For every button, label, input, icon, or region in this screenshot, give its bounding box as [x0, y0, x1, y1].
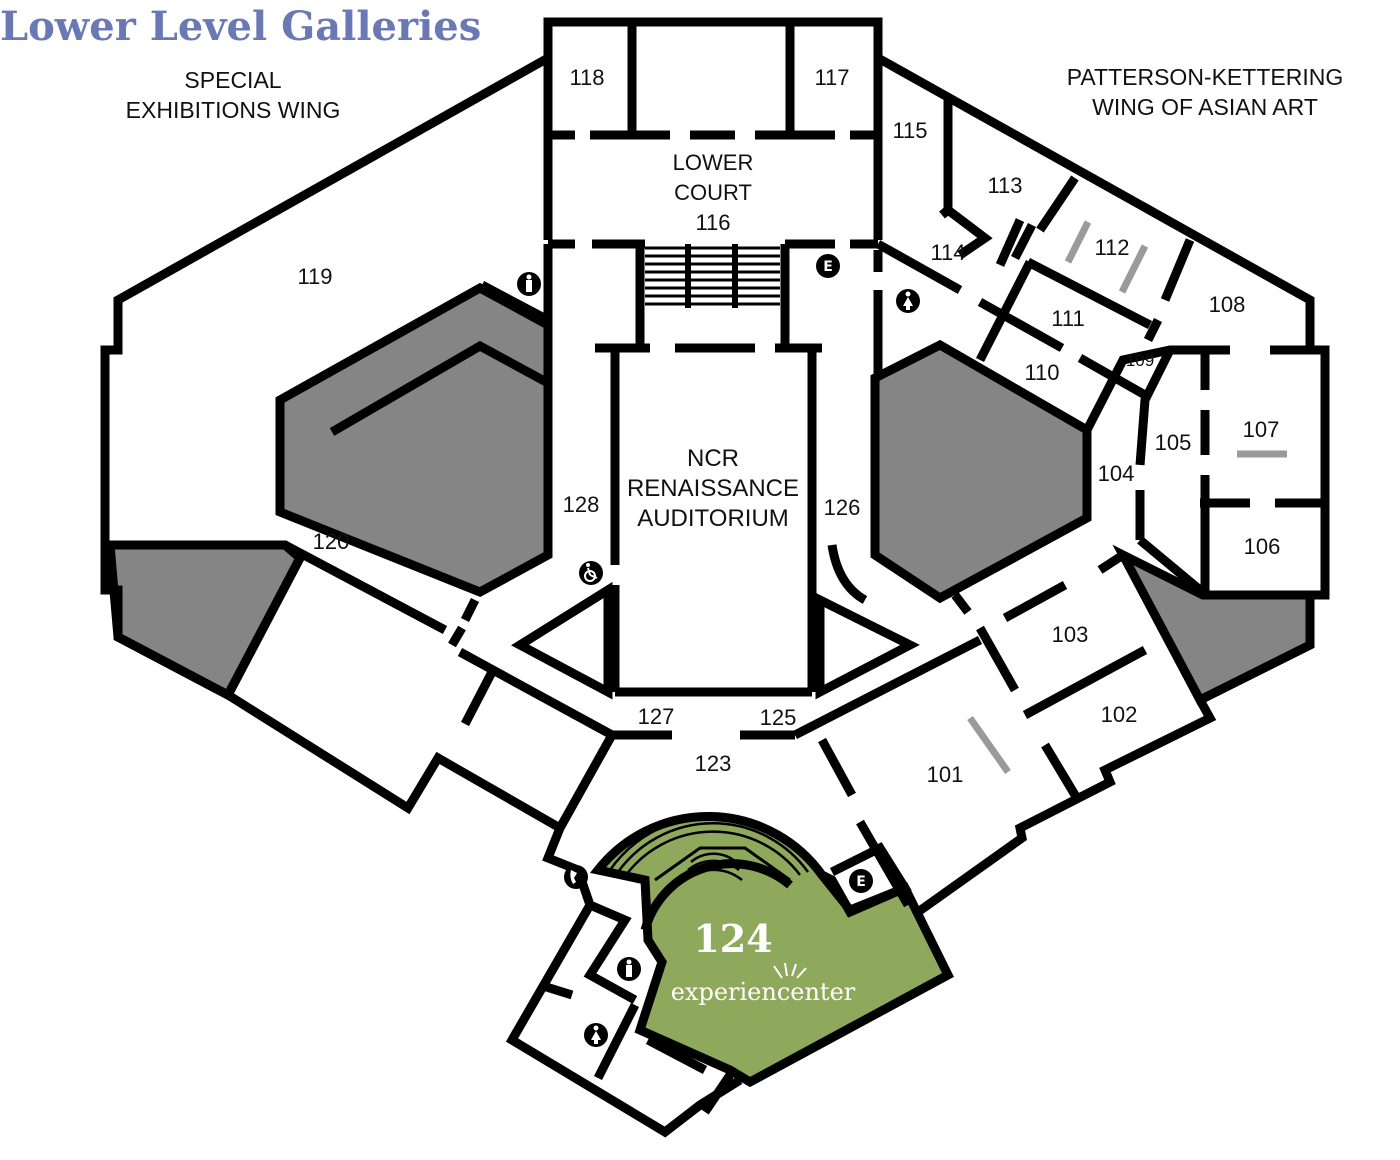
- room-102: 102: [1101, 702, 1138, 727]
- auditorium-line2: RENAISSANCE: [627, 475, 799, 502]
- room-101: 101: [927, 762, 964, 787]
- room-127: 127: [638, 704, 675, 729]
- room-105: 105: [1155, 430, 1192, 455]
- room-116: 116: [695, 210, 730, 235]
- closed-area-west-inner: [329, 340, 551, 436]
- sun-icon: [773, 962, 807, 979]
- mens-restroom-icon[interactable]: [617, 957, 641, 981]
- room-103: 103: [1052, 622, 1089, 647]
- lower-court-line2: COURT: [674, 180, 752, 205]
- asian-wing-label-line1: PATTERSON-KETTERING: [1067, 64, 1343, 90]
- room-125: 125: [760, 705, 797, 730]
- womens-restroom-icon[interactable]: [584, 1023, 608, 1047]
- mens-restroom-icon[interactable]: [517, 272, 541, 296]
- asian-wing-label-line2: WING OF ASIAN ART: [1092, 94, 1318, 120]
- room-123: 123: [695, 751, 732, 776]
- svg-text:E: E: [856, 874, 866, 890]
- room-115: 115: [892, 118, 927, 143]
- display-case-markers: [967, 220, 1287, 775]
- experiencenter-inner-arc: [640, 859, 793, 932]
- special-wing-label-line2: EXHIBITIONS WING: [126, 97, 341, 123]
- room-114: 114: [930, 240, 965, 265]
- seating-rows: [608, 815, 817, 881]
- room-108: 108: [1209, 292, 1246, 317]
- room-109: 109: [1126, 351, 1154, 370]
- experiencenter-room[interactable]: 124 experiencenter: [589, 811, 954, 1088]
- auditorium-line3: AUDITORIUM: [637, 505, 789, 532]
- closed-area-southeast: [1112, 544, 1315, 706]
- special-wing-label-line1: SPECIAL: [184, 67, 281, 93]
- wheelchair-icon[interactable]: [579, 561, 603, 585]
- room-118: 118: [569, 65, 604, 90]
- experiencenter-number: 124: [693, 916, 772, 961]
- room-110: 110: [1024, 360, 1059, 385]
- experiencenter-stage: [654, 846, 791, 882]
- room-117: 117: [814, 65, 849, 90]
- room-126: 126: [824, 495, 861, 520]
- auditorium-line1: NCR: [687, 445, 739, 472]
- room-104: 104: [1098, 461, 1135, 486]
- room-119: 119: [297, 264, 332, 289]
- elevator-icon[interactable]: E: [849, 869, 873, 893]
- closed-area-east: [870, 339, 1092, 604]
- elevator-icon[interactable]: E: [816, 254, 840, 278]
- room-111: 111: [1051, 306, 1084, 331]
- room-120: 120: [313, 529, 350, 554]
- room-112: 112: [1094, 235, 1129, 260]
- phone-icon[interactable]: [564, 865, 588, 889]
- room-labels: 118 117 115 LOWER COURT 116 119 113 114 …: [297, 65, 1280, 787]
- lower-court-line1: LOWER: [673, 150, 754, 175]
- map-title: Lower Level Galleries: [0, 3, 481, 50]
- room-113: 113: [987, 173, 1022, 198]
- walls: [100, 17, 1330, 1138]
- svg-text:E: E: [823, 259, 833, 275]
- experiencenter-logo: experiencenter: [671, 978, 856, 1006]
- room-128: 128: [563, 492, 600, 517]
- womens-restroom-icon[interactable]: [896, 289, 920, 313]
- room-106: 106: [1244, 534, 1281, 559]
- room-107: 107: [1243, 417, 1280, 442]
- stairs: [645, 244, 780, 308]
